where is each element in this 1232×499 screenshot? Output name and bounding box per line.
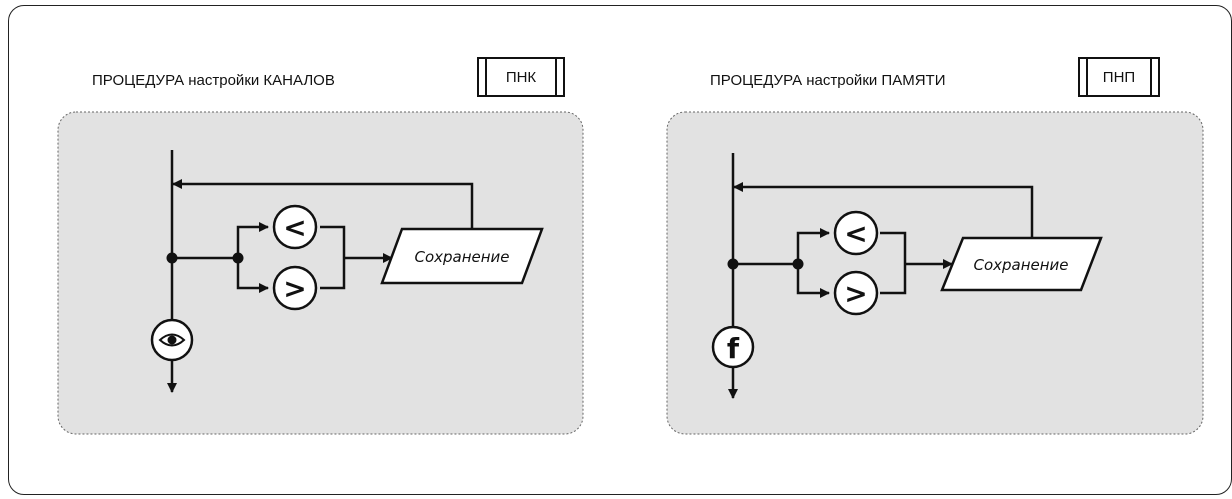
panel-2-less-label: < — [844, 217, 867, 250]
panel-1-greater-icon — [272, 265, 318, 311]
panel-2-save-label: Сохранение — [973, 256, 1068, 274]
panel-2-upper-branch — [796, 228, 830, 264]
panel-2-background — [666, 111, 1204, 435]
panel-2-save-block — [940, 236, 1103, 292]
panel-2-greater-label: > — [844, 277, 867, 310]
panel-1-code: ПНК — [505, 68, 537, 86]
panel-1-diagram: < > Сохранение — [57, 111, 584, 435]
panel-2-function-circle — [711, 325, 755, 369]
panel-1-junction-dot — [166, 252, 178, 264]
panel-2-junction-dot — [727, 258, 739, 270]
eye-pupil-icon — [167, 335, 177, 345]
panel-1-save-block — [380, 227, 544, 285]
panel-1-greater-label: > — [283, 272, 306, 305]
panel-2-code-box: ПНП — [1078, 57, 1160, 97]
panel-2-greater-icon — [833, 270, 879, 316]
panel-2-less-icon — [833, 210, 879, 256]
panel-2-title: ПРОЦЕДУРА настройки ПАМЯТИ — [710, 72, 946, 89]
panel-2-lower-branch — [796, 264, 830, 298]
panel-1-less-label: < — [283, 211, 306, 244]
panel-1-code-box: ПНК — [477, 57, 565, 97]
panel-1-background — [57, 111, 584, 435]
panel-2-diagram: < > Сохранение f — [666, 111, 1204, 435]
panel-1-title: ПРОЦЕДУРА настройки КАНАЛОВ — [92, 72, 335, 89]
panel-1-save-label: Сохранение — [414, 248, 509, 266]
panel-1-lower-branch — [236, 258, 269, 293]
panel-2-code: ПНП — [1102, 68, 1136, 86]
panel-1-upper-branch — [236, 222, 269, 258]
panel-1-less-icon — [272, 204, 318, 250]
panel-1-feedback-line — [172, 179, 474, 229]
function-icon: f — [727, 332, 740, 365]
panel-2-feedback-line — [733, 182, 1034, 238]
